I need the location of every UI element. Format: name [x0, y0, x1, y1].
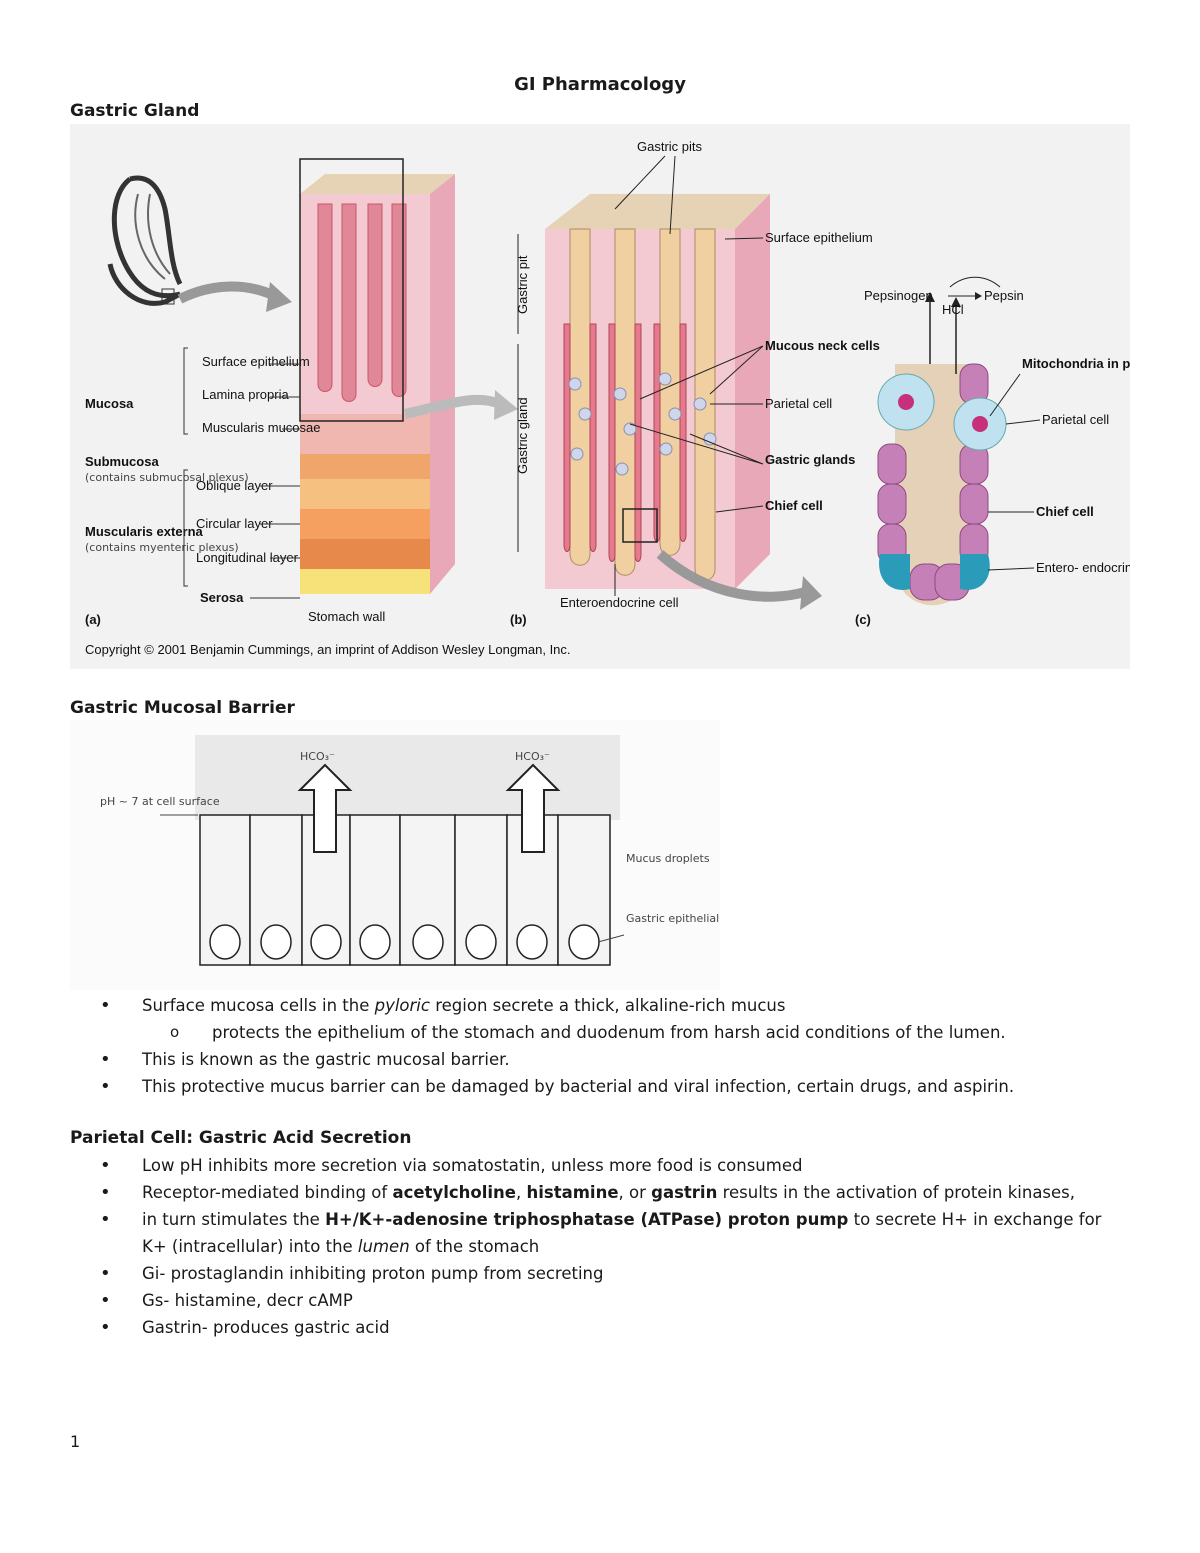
label-muscularis-mucosae: Muscularis mucosae [202, 420, 321, 435]
gastric-gland-figure: Surface epithelium Lamina propria Muscul… [70, 124, 1194, 669]
panel-b-labels: Gastric pits Surface epithelium Mucous n… [510, 139, 880, 627]
label-parietal-cell-c: Parietal cell [1042, 412, 1109, 427]
panel-a-labels: Surface epithelium Lamina propria Muscul… [85, 347, 385, 627]
label-submucosa-note: (contains submucosal plexus) [85, 471, 249, 484]
label-parietal-cell-b: Parietal cell [765, 396, 832, 411]
mucosal-barrier-figure: HCO₃⁻ HCO₃⁻ pH ~ 7 at cell surface Mucus… [70, 720, 748, 990]
label-gastric-glands: Gastric glands [765, 452, 855, 467]
mucosal-barrier-illustration: HCO₃⁻ HCO₃⁻ pH ~ 7 at cell surface Mucus… [100, 735, 748, 966]
heading-mucosal-barrier: Gastric Mucosal Barrier [70, 698, 295, 718]
gland-section [877, 292, 1007, 606]
label-serosa: Serosa [200, 590, 244, 605]
label-gastric-pit-axis: Gastric pit [515, 255, 530, 314]
label-submucosa: Submucosa [85, 454, 159, 469]
label-stomach-wall: Stomach wall [308, 609, 385, 624]
hco3-arrows [297, 763, 561, 853]
list-item: Gastrin- produces gastric acid [100, 1314, 1130, 1341]
label-gastric-pits: Gastric pits [637, 139, 703, 154]
label-chief-cell-c: Chief cell [1036, 504, 1094, 519]
label-circular-layer: Circular layer [196, 516, 273, 531]
panel-b-tag: (b) [510, 612, 527, 627]
label-enteroendocrine-c: Entero- endocrine cell [1036, 560, 1130, 575]
heading-parietal-cell: Parietal Cell: Gastric Acid Secretion [70, 1128, 412, 1148]
barrier-bullets: Surface mucosa cells in the pyloric regi… [100, 992, 1014, 1100]
label-mucus-droplets: Mucus droplets [626, 852, 710, 865]
heading-gastric-gland: Gastric Gland [70, 101, 200, 121]
stomach-icon [107, 175, 183, 306]
label-enteroendocrine-b: Enteroendocrine cell [560, 595, 679, 610]
label-hcl: HCl [942, 302, 964, 317]
hco3-left: HCO₃⁻ [300, 750, 335, 763]
list-item: Receptor-mediated binding of acetylcholi… [100, 1179, 1130, 1206]
hco3-right: HCO₃⁻ [515, 750, 550, 763]
gastric-gland-illustration: Surface epithelium Lamina propria Muscul… [85, 139, 1194, 657]
epithelial-cells [199, 814, 611, 966]
label-muscularis-externa: Muscularis externa [85, 524, 204, 539]
label-lamina-propria: Lamina propria [202, 387, 289, 402]
label-surface-epithelium-b: Surface epithelium [765, 230, 873, 245]
label-muscularis-note: (contains myenteric plexus) [85, 541, 239, 554]
page-title: GI Pharmacology [514, 74, 686, 95]
label-longitudinal-layer: Longitudinal layer [196, 550, 299, 565]
list-item: This is known as the gastric mucosal bar… [100, 1046, 1014, 1073]
list-item: in turn stimulates the H+/K+-adenosine t… [100, 1206, 1130, 1260]
panel-a-tag: (a) [85, 612, 101, 627]
gastric-gland-block [545, 194, 770, 589]
list-item: Gs- histamine, decr cAMP [100, 1287, 1130, 1314]
parietal-bullets: Low pH inhibits more secretion via somat… [100, 1152, 1130, 1341]
label-epithelial-cells: Gastric epithelial cells [626, 912, 720, 925]
label-surface-epithelium: Surface epithelium [202, 354, 310, 369]
label-ph: pH ~ 7 at cell surface [100, 795, 220, 808]
list-item: This protective mucus barrier can be dam… [100, 1073, 1014, 1100]
label-pepsinogen: Pepsinogen [864, 288, 933, 303]
page-number: 1 [70, 1432, 81, 1451]
label-chief-cell-b: Chief cell [765, 498, 823, 513]
label-gastric-gland-axis: Gastric gland [515, 397, 530, 474]
label-mucous-neck-cells: Mucous neck cells [765, 338, 880, 353]
label-mitochondria: Mitochondria in parietal cell [1022, 356, 1130, 371]
stomach-wall-block [299, 158, 455, 594]
list-item: Gi- prostaglandin inhibiting proton pump… [100, 1260, 1130, 1287]
label-mucosa: Mucosa [85, 396, 134, 411]
list-item: Low pH inhibits more secretion via somat… [100, 1152, 1130, 1179]
list-item: Surface mucosa cells in the pyloric regi… [100, 992, 1014, 1019]
label-oblique-layer: Oblique layer [196, 478, 273, 493]
label-pepsin: Pepsin [984, 288, 1024, 303]
list-item: protects the epithelium of the stomach a… [100, 1019, 1014, 1046]
figure-copyright: Copyright © 2001 Benjamin Cummings, an i… [85, 642, 571, 657]
panel-c-tag: (c) [855, 612, 871, 627]
